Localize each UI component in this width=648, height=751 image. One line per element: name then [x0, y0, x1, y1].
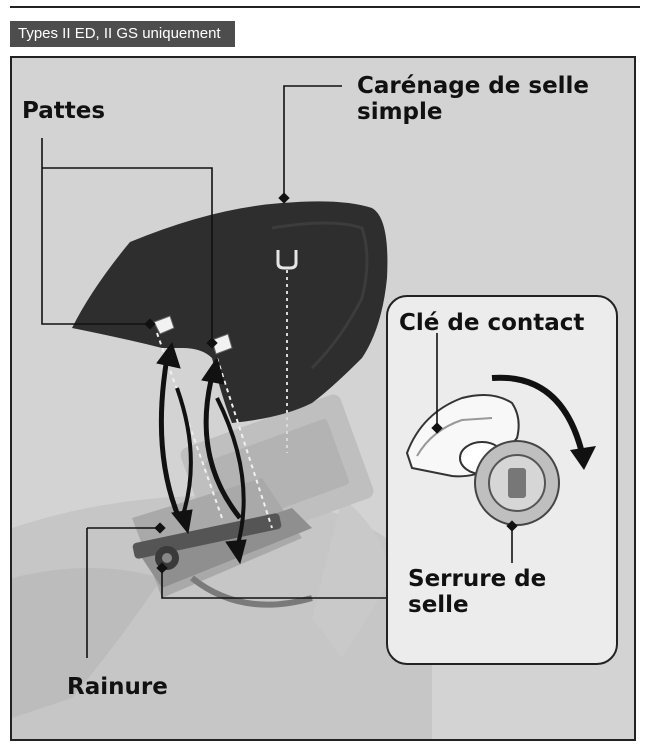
motorcycle-body — [12, 394, 432, 739]
top-rule — [10, 6, 640, 8]
key-inset — [386, 295, 618, 665]
tab-left — [153, 315, 175, 335]
label-single-seat-cowl-line1: Carénage de selle — [357, 73, 590, 99]
label-seat-lock-line1: Serrure de — [408, 566, 547, 592]
label-ignition-key: Clé de contact — [399, 310, 585, 336]
model-banner: Types II ED, II GS uniquement — [10, 21, 235, 47]
leader-lines — [41, 85, 387, 658]
label-groove: Rainure — [67, 674, 168, 700]
motorcycle-illustration — [12, 85, 618, 739]
installation-arrows — [156, 341, 247, 565]
figure-frame: Pattes Carénage de selle simple Clé de c… — [10, 56, 636, 741]
tab-right — [211, 333, 233, 355]
label-single-seat-cowl-line2: simple — [357, 99, 443, 125]
label-tabs: Pattes — [22, 98, 106, 124]
seat-cowl — [72, 201, 388, 423]
leader-markers — [144, 192, 290, 574]
label-seat-lock-line2: selle — [408, 592, 469, 618]
